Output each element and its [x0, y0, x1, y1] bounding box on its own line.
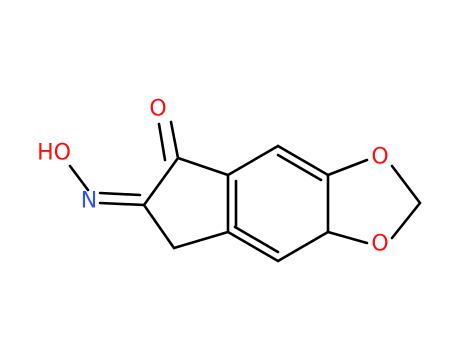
bond-o-ch2-lower: [390, 201, 422, 240]
atom-oxygen-ring-upper: O: [371, 145, 388, 170]
atom-hydroxyl: HO: [37, 141, 71, 166]
bond-carbonyl-2: [157, 122, 167, 162]
bond-c4-c3a: [226, 230, 280, 263]
bond-c-n-1: [98, 201, 146, 207]
bond-c1-c2: [142, 156, 180, 207]
bond-c4-c3a-inner: [233, 225, 280, 254]
bond-c5-o: [326, 230, 369, 245]
bond-c7-c6-inner: [276, 153, 323, 182]
bond-c3-c3a: [172, 230, 230, 250]
bond-n-o: [68, 164, 90, 192]
atom-nitrogen: N: [81, 189, 97, 214]
bond-c7-c6: [276, 144, 330, 177]
bond-c7a-c7: [226, 144, 280, 177]
bond-o-ch2-upper: [390, 164, 422, 205]
atom-oxygen-ketone: O: [149, 97, 166, 122]
bond-c-n-2: [98, 191, 142, 197]
bond-c1-c7a: [176, 156, 230, 177]
bond-c6-o: [326, 158, 369, 177]
bond-c5-c4: [276, 230, 330, 263]
bond-carbonyl-1: [169, 120, 180, 160]
bond-c2-c3: [142, 203, 176, 250]
atom-oxygen-ring-lower: O: [371, 232, 388, 257]
